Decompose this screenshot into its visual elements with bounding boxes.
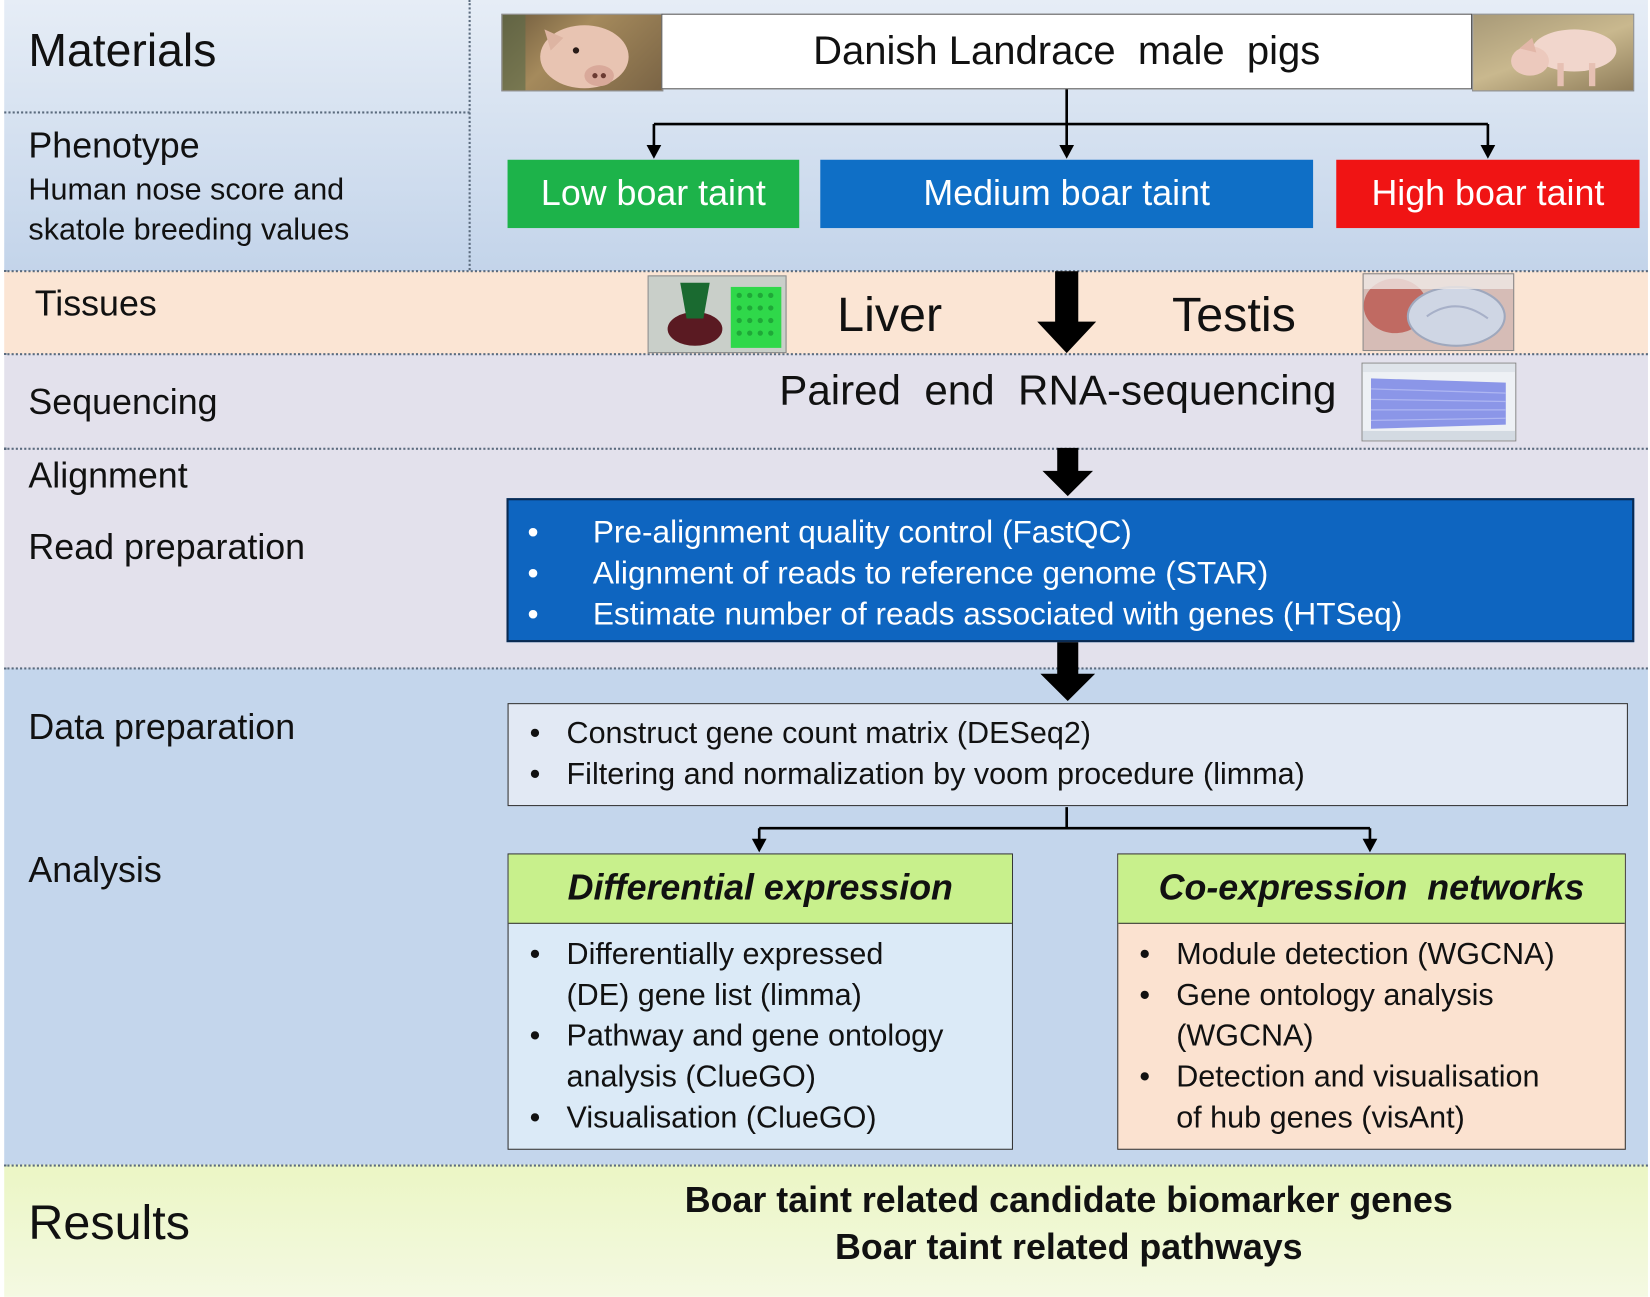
bullet: •	[1139, 978, 1151, 1013]
bullet: •	[529, 716, 541, 751]
coexp-box-title: Co-expression networks	[1118, 854, 1625, 924]
separator	[4, 353, 1648, 356]
label-phenotype: Phenotype	[28, 126, 200, 167]
data-preparation-box: • Construct gene count matrix (DESeq2) •…	[507, 703, 1628, 807]
bullet: •	[1139, 1060, 1151, 1095]
coexp-item-line: of hub genes (visAnt)	[1176, 1101, 1465, 1136]
results-line-2: Boar taint related pathways	[835, 1227, 1303, 1267]
read-prep-item-text: Pre-alignment quality control (FastQC)	[592, 514, 1132, 550]
bullet: •	[529, 937, 541, 972]
tissue-testis: Testis	[1171, 286, 1296, 342]
de-box-items: • Differentially expressed (DE) gene lis…	[509, 934, 1012, 1139]
label-data-preparation: Data preparation	[28, 707, 296, 748]
testis-photo	[1362, 273, 1515, 352]
label-phenotype-line2: skatole breeding values	[28, 213, 350, 247]
label-sequencing: Sequencing	[28, 382, 218, 423]
coexp-item: • Gene ontology analysis (WGCNA)	[1118, 975, 1624, 1057]
bullet: •	[529, 757, 541, 792]
sequencing-screenshot	[1361, 362, 1517, 442]
coexp-item-line: Detection and visualisation	[1176, 1060, 1540, 1095]
high-boar-taint-box: High boar taint	[1336, 159, 1640, 229]
read-prep-item: • Alignment of reads to reference genome…	[509, 556, 1633, 594]
band-results	[4, 1164, 1648, 1297]
sequencing-text: Paired end RNA-sequencing	[779, 367, 1337, 415]
bullet: •	[527, 514, 539, 550]
read-prep-item: • Estimate number of reads associated wi…	[509, 597, 1633, 635]
coexp-item: • Module detection (WGCNA)	[1118, 934, 1624, 975]
separator-vertical	[468, 0, 471, 271]
bullet: •	[529, 1019, 541, 1054]
pig-photo-right	[1472, 13, 1635, 92]
label-phenotype-line1: Human nose score and	[28, 173, 345, 208]
arrow-down-icon	[1042, 447, 1094, 497]
separator	[4, 447, 1648, 450]
coexp-box-items: • Module detection (WGCNA) • Gene ontolo…	[1118, 934, 1624, 1139]
coexp-item: • Detection and visualisation of hub gen…	[1118, 1057, 1624, 1139]
label-materials: Materials	[28, 25, 217, 77]
read-prep-item: • Pre-alignment quality control (FastQC)	[509, 515, 1633, 553]
read-preparation-box: • Pre-alignment quality control (FastQC)…	[506, 498, 1635, 643]
separator	[4, 1164, 1648, 1167]
data-prep-item-text: Filtering and normalization by voom proc…	[566, 757, 1305, 792]
results-line-1: Boar taint related candidate biomarker g…	[684, 1179, 1453, 1220]
arrow-down-icon	[1037, 271, 1097, 354]
label-read-preparation: Read preparation	[28, 527, 306, 568]
de-item-line: Differentially expressed	[566, 937, 884, 972]
bullet: •	[527, 596, 539, 632]
bullet: •	[527, 555, 539, 591]
de-item-line: (DE) gene list (limma)	[566, 978, 862, 1013]
data-prep-item-text: Construct gene count matrix (DESeq2)	[566, 716, 1091, 751]
liver-photo	[647, 275, 787, 354]
data-prep-item: • Construct gene count matrix (DESeq2)	[509, 717, 1627, 755]
tissue-liver: Liver	[837, 286, 943, 342]
de-box-title: Differential expression	[508, 854, 1012, 924]
label-results: Results	[28, 1194, 190, 1250]
de-item: • Pathway and gene ontology analysis (Cl…	[509, 1016, 1012, 1098]
read-prep-item-text: Estimate number of reads associated with…	[592, 596, 1403, 632]
coexpression-networks-box: Co-expression networks • Module detectio…	[1117, 853, 1626, 1150]
separator	[4, 270, 1648, 273]
separator	[4, 667, 1648, 670]
separator	[4, 111, 470, 114]
de-item-line: analysis (ClueGO)	[566, 1060, 816, 1095]
label-alignment: Alignment	[28, 456, 188, 497]
de-item-line: Visualisation (ClueGO)	[566, 1101, 877, 1136]
medium-boar-taint-box: Medium boar taint	[820, 159, 1314, 229]
materials-box: Danish Landrace male pigs	[661, 13, 1473, 90]
connector-materials-phenotype	[646, 89, 1496, 159]
differential-expression-box: Differential expression • Differentially…	[507, 853, 1013, 1150]
pig-photo-left	[501, 13, 664, 92]
de-item: • Differentially expressed (DE) gene lis…	[509, 934, 1012, 1016]
data-prep-item: • Filtering and normalization by voom pr…	[509, 758, 1627, 796]
read-prep-item-text: Alignment of reads to reference genome (…	[592, 555, 1269, 591]
low-boar-taint-box: Low boar taint	[507, 159, 800, 229]
de-item: • Visualisation (ClueGO)	[509, 1098, 1012, 1139]
label-tissues: Tissues	[34, 283, 157, 324]
de-item-line: Pathway and gene ontology	[566, 1019, 944, 1054]
label-analysis: Analysis	[28, 850, 162, 891]
arrow-down-icon	[1040, 642, 1096, 702]
coexp-item-line: Module detection (WGCNA)	[1176, 937, 1555, 972]
connector-data-analysis	[751, 807, 1378, 853]
coexp-item-line: (WGCNA)	[1176, 1019, 1314, 1054]
bullet: •	[1139, 937, 1151, 972]
coexp-item-line: Gene ontology analysis	[1176, 978, 1494, 1013]
bullet: •	[529, 1101, 541, 1136]
